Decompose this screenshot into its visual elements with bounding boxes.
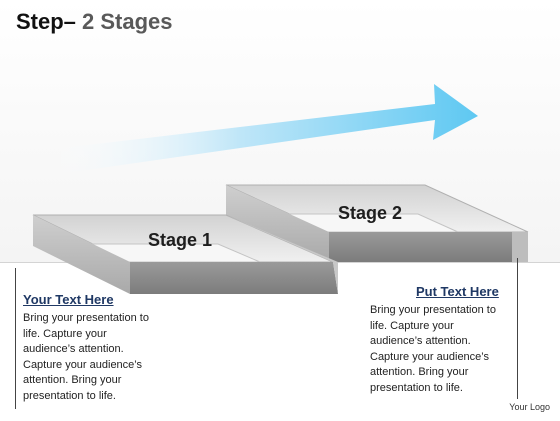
logo-placeholder: Your Logo — [509, 402, 550, 412]
stage-2-step — [225, 184, 529, 262]
callout-1-body: Bring your presentation to life. Capture… — [23, 311, 193, 404]
title-sub: 2 Stages — [75, 9, 173, 34]
callout-1-heading: Your Text Here — [23, 292, 114, 307]
callout-2-heading: Put Text Here — [416, 284, 499, 299]
callout-2-line: life. Capture your — [370, 319, 454, 332]
stage-1-label: Stage 1 — [148, 230, 212, 250]
stage-2-side-face — [226, 185, 329, 262]
stage-2-label: Stage 2 — [338, 203, 402, 223]
callout-2-line: presentation to life. — [370, 381, 463, 394]
callout-1-line: life. Capture your — [23, 327, 107, 340]
stage-1-step — [32, 214, 338, 294]
stage-2-right-face — [512, 232, 528, 262]
callout-1-line: attention. Bring your — [23, 374, 122, 386]
callout-2-line: audience’s attention. — [370, 335, 471, 347]
callout-2-divider — [517, 258, 518, 399]
callout-1-line: presentation to life. — [23, 389, 116, 402]
slide-title: Step– 2 Stages — [16, 9, 173, 35]
callout-2-line: attention. Bring your — [370, 366, 469, 378]
callout-2-line: Capture your audience’s — [370, 350, 490, 363]
stage-1-front-face — [130, 262, 338, 294]
callout-2-body: Bring your presentation to life. Capture… — [370, 303, 515, 396]
callout-2-line: Bring your presentation to — [370, 304, 496, 316]
callout-1-line: Capture your audience’s — [23, 358, 143, 371]
callout-1-line: audience’s attention. — [23, 343, 124, 355]
title-main: Step– — [16, 9, 76, 34]
callout-1-line: Bring your presentation to — [23, 312, 149, 324]
stage-2-front-face — [329, 232, 528, 262]
progress-arrow — [45, 84, 478, 176]
stage-1-side-face — [33, 215, 130, 294]
callout-1-divider — [15, 268, 16, 409]
